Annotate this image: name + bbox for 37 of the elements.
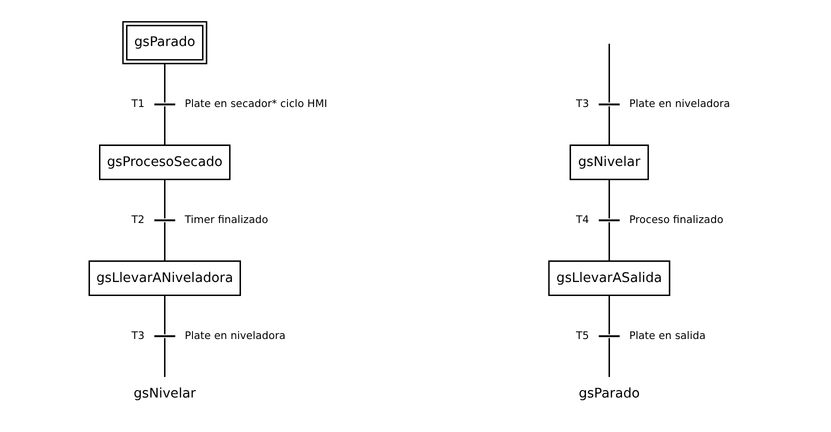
node-label: Plate en secador* ciclo HMI [184, 98, 328, 110]
node-box: gsProcesoSecado [99, 144, 231, 180]
node-label: T5 [576, 329, 590, 342]
connector [608, 106, 610, 145]
connector [608, 294, 610, 334]
connector [164, 294, 166, 334]
node-bar [154, 102, 176, 105]
node-box: gsLlevarANiveladora [88, 260, 241, 296]
node-text: gsParado [578, 386, 640, 402]
connector [608, 222, 610, 261]
node-label: T4 [576, 213, 590, 226]
node-box: gsParado [122, 20, 208, 64]
node-box: gsLlevarASalida [548, 260, 670, 296]
node-label: T2 [132, 213, 145, 226]
connector [164, 178, 166, 218]
node-label: Plate en niveladora [184, 329, 286, 342]
node-label: Proceso finalizado [629, 213, 724, 226]
node-bar [598, 334, 620, 337]
node-box: gsNivelar [570, 144, 649, 180]
connector [164, 222, 166, 261]
node-label: T3 [576, 98, 590, 110]
node-text: gsNivelar [134, 386, 196, 402]
node-label: Timer finalizado [184, 213, 268, 226]
node-label: Plate en niveladora [629, 98, 730, 110]
node-label: T1 [132, 98, 145, 110]
node-bar [154, 334, 176, 337]
connector [608, 43, 610, 102]
connector [608, 178, 610, 218]
node-bar [154, 218, 176, 221]
node-label: Plate en salida [629, 329, 706, 342]
connector [164, 106, 166, 145]
connector [164, 63, 166, 102]
node-bar [598, 218, 620, 221]
node-bar [598, 102, 620, 105]
node-label: T3 [132, 329, 145, 342]
connector [164, 338, 166, 376]
connector [608, 338, 610, 376]
